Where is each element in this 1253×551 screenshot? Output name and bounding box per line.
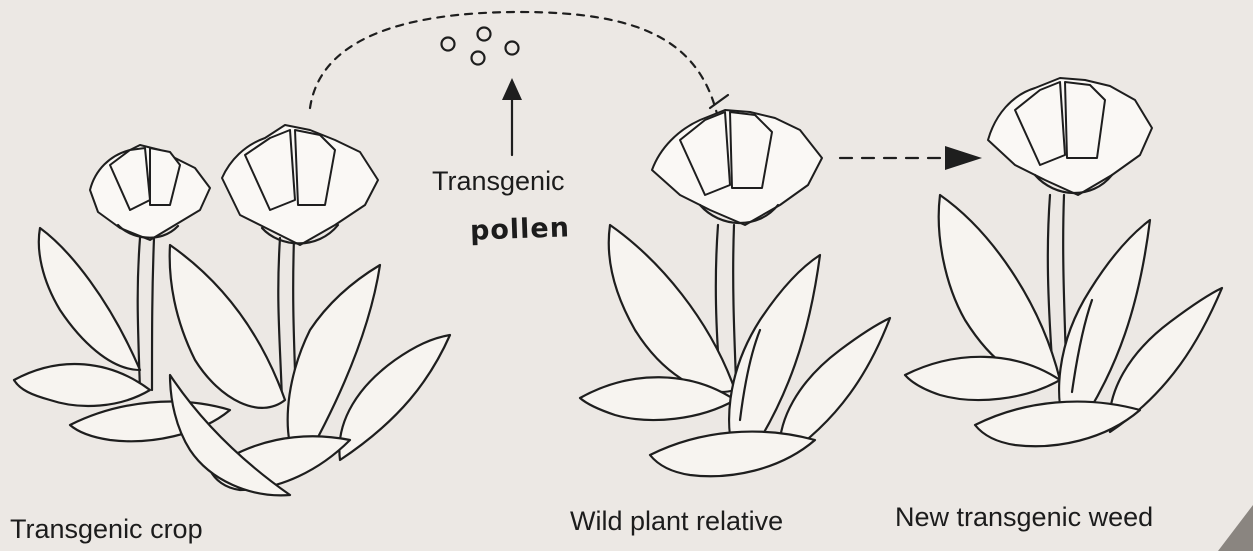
- new-transgenic-weed-label: New transgenic weed: [895, 502, 1153, 533]
- pollen-up-arrowhead: [502, 78, 522, 100]
- crop-flower-right: [222, 125, 378, 245]
- pollen-grains: [442, 28, 519, 65]
- wild-plant-flower: [652, 110, 822, 225]
- pollen-label-handwritten: pollen: [469, 212, 570, 246]
- wild-plant-relative-label: Wild plant relative: [570, 506, 783, 537]
- new-transgenic-weed-plant: [905, 78, 1222, 446]
- pollen-transfer: [310, 12, 728, 155]
- transgenic-crop-label: Transgenic crop: [10, 514, 203, 545]
- pollen-label-transgenic: Transgenic: [432, 166, 565, 197]
- pollen-flight-path: [310, 12, 718, 118]
- torn-corner: [1218, 505, 1253, 551]
- transfer-arrowhead: [945, 146, 982, 170]
- wild-plant-relative-plant: [580, 110, 890, 476]
- crop-flower-left: [90, 145, 210, 240]
- transfer-arrow: [840, 146, 982, 170]
- weed-flower: [988, 78, 1152, 195]
- transgenic-crop-plant: [14, 125, 450, 495]
